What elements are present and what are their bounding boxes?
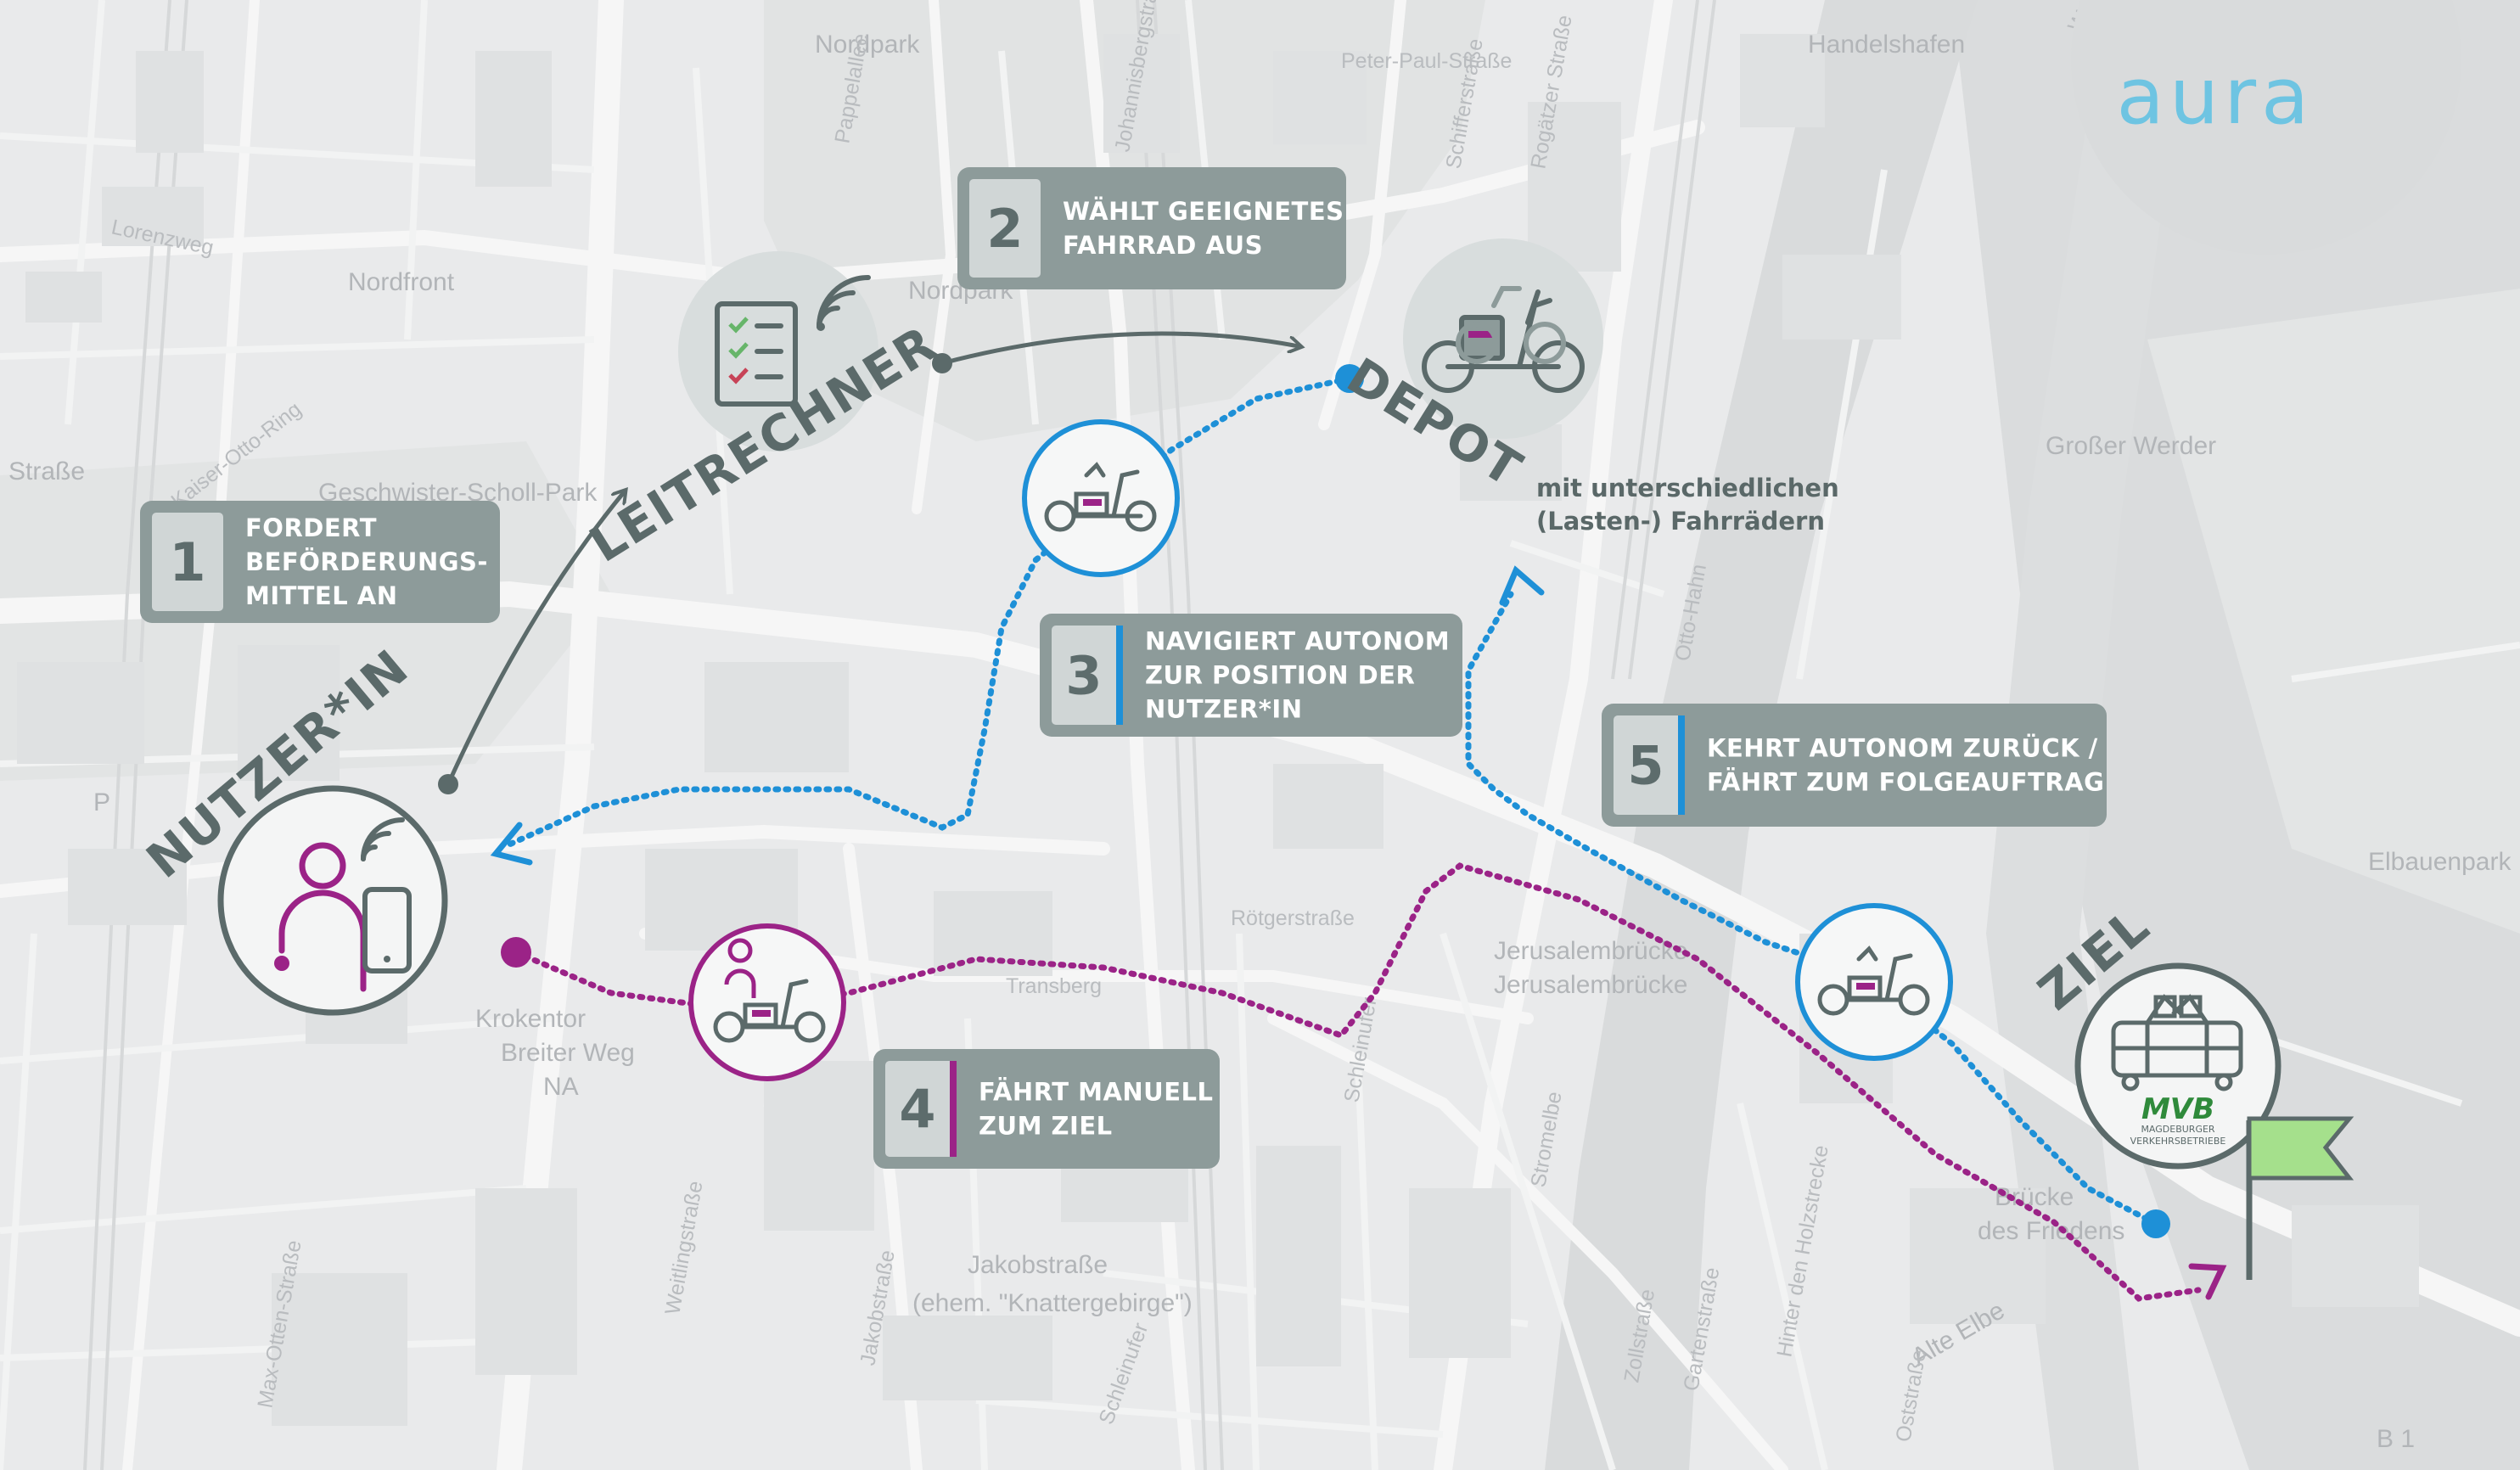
route-autonomous-return bbox=[1465, 591, 2159, 1227]
route-ride-arrowhead bbox=[2188, 1263, 2227, 1300]
mvb-line2: VERKEHRSBETRIEBE bbox=[2130, 1136, 2226, 1147]
tram-icon bbox=[2111, 994, 2243, 1091]
bike-marker-pickup bbox=[1022, 419, 1180, 577]
step-text-line: FAHRRAD AUS bbox=[1063, 231, 1263, 260]
route-request-start-dot bbox=[438, 774, 458, 794]
bike-marker-ride bbox=[688, 923, 846, 1081]
step-box-layer: 1 FORDERT BEFÖRDERUNGS- MITTEL AN 2 WÄHLT GEE… bbox=[140, 167, 2107, 1169]
step-text-line: MITTEL AN bbox=[245, 581, 397, 610]
route-autonomous-pickup bbox=[506, 375, 1353, 848]
step-text-line: BEFÖRDERUNGS- bbox=[245, 547, 488, 576]
step-box-1: 1 FORDERT BEFÖRDERUNGS- MITTEL AN bbox=[140, 501, 500, 623]
route-select-start-dot bbox=[932, 353, 952, 373]
step-text-line: NAVIGIERT AUTONOM bbox=[1145, 627, 1450, 656]
logo-backdrop bbox=[2071, 0, 2461, 255]
mvb-logo: MVB bbox=[2141, 1092, 2214, 1126]
route-select bbox=[941, 331, 1299, 366]
bike-fleet-icon bbox=[1422, 286, 1585, 393]
route-pickup-arrowhead bbox=[490, 822, 533, 866]
step-box-3: 3 NAVIGIERT AUTONOM ZUR POSITION DER NUTZER… bbox=[1040, 614, 1462, 737]
map-street-label: Brücke bbox=[1995, 1183, 2074, 1211]
step-text-line: NUTZER*IN bbox=[1145, 695, 1303, 724]
map-street-label: Jerusalembrücke bbox=[1494, 971, 1687, 999]
map-street-label: Peter-Paul-Straße bbox=[1341, 49, 1512, 73]
map-street-label: Rötgerstraße bbox=[1231, 906, 1355, 930]
map-street-label: Transberg bbox=[1006, 974, 1102, 998]
step-text-line: ZUR POSITION DER bbox=[1145, 661, 1415, 690]
aura-logo: aura bbox=[2117, 51, 2315, 142]
map-street-label: Elbauenpark bbox=[2368, 848, 2512, 876]
step-text-line: FORDERT bbox=[245, 513, 377, 542]
depot-node: DEPOT mit unterschiedlichen (Lasten-) Fa… bbox=[1337, 238, 1839, 536]
map-street-label: Nordpark bbox=[815, 31, 920, 59]
bike-marker-return bbox=[1795, 903, 1953, 1061]
map-street-label: Jerusalembrücke bbox=[1494, 937, 1687, 965]
checklist-wifi-icon bbox=[715, 275, 871, 407]
map-street-label: P bbox=[93, 788, 110, 816]
step-number: 3 bbox=[1065, 645, 1102, 707]
flag-icon bbox=[2246, 1116, 2354, 1280]
map-street-label: Jakobstraße bbox=[968, 1251, 1108, 1279]
map-street-label: Handelshafen bbox=[1808, 31, 1965, 59]
step-box-5: 5 KEHRT AUTONOM ZURÜCK / FÄHRT ZUM FOLGEAU… bbox=[1602, 704, 2107, 827]
map-street-label: Breiter Weg bbox=[501, 1039, 635, 1067]
map-street-label: NA bbox=[543, 1073, 579, 1101]
step-text-line: FÄHRT ZUM FOLGEAUFTRAG bbox=[1707, 768, 2104, 797]
map-street-label: (ehem. "Knattergebirge") bbox=[912, 1289, 1193, 1317]
step-text-line: ZUM ZIEL bbox=[979, 1112, 1113, 1141]
map-street-label: Nordfront bbox=[348, 268, 455, 296]
route-pickup-start-dot bbox=[1335, 364, 1364, 393]
depot-note-line2: (Lasten-) Fahrrädern bbox=[1536, 507, 1825, 536]
route-return-arrowhead bbox=[1499, 565, 1545, 606]
route-return-start-dot bbox=[2141, 1209, 2170, 1238]
step-number: 2 bbox=[986, 198, 1023, 260]
map-street-label: Straße bbox=[8, 457, 85, 485]
map-street-label: Krokentor bbox=[475, 1005, 586, 1033]
user-with-phone-icon bbox=[274, 817, 412, 992]
step-text-line: KEHRT AUTONOM ZURÜCK / bbox=[1707, 734, 2098, 763]
step-box-4: 4 FÄHRT MANUELL ZUM ZIEL bbox=[873, 1049, 1220, 1169]
map-street-label: B 1 bbox=[2377, 1425, 2415, 1453]
mvb-line1: MAGDEBURGER bbox=[2141, 1124, 2214, 1135]
step-number: 1 bbox=[169, 531, 205, 593]
step-text-line: WÄHLT GEEIGNETES bbox=[1063, 197, 1344, 226]
route-ride-start-dot bbox=[501, 937, 531, 968]
step-text-line: FÄHRT MANUELL bbox=[979, 1078, 1214, 1107]
step-box-2: 2 WÄHLT GEEIGNETES FAHRRAD AUS bbox=[957, 167, 1346, 289]
route-request bbox=[446, 492, 624, 786]
step-number: 4 bbox=[899, 1079, 935, 1141]
depot-note-line1: mit unterschiedlichen bbox=[1536, 474, 1839, 502]
map-street-label: Großer Werder bbox=[2046, 432, 2216, 460]
step-number: 5 bbox=[1627, 735, 1664, 797]
